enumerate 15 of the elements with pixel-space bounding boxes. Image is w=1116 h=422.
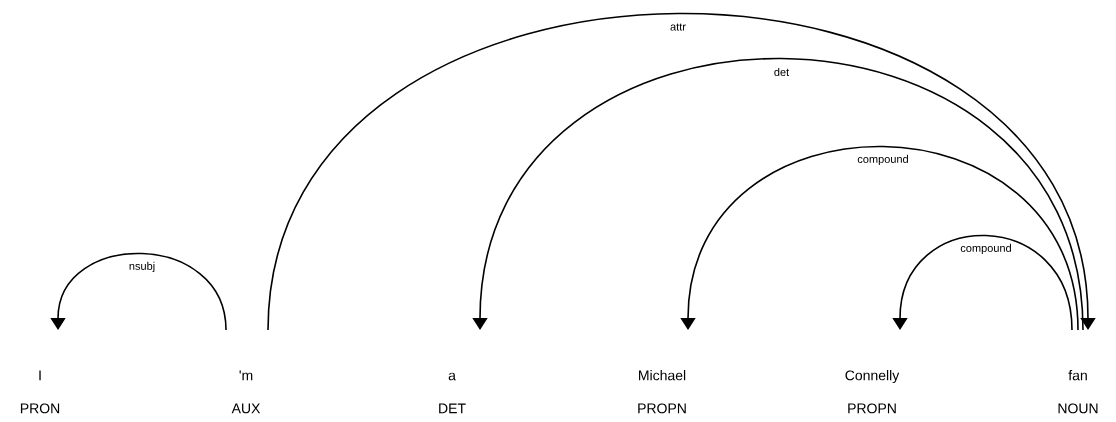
word-token: Michael PROPN [638, 370, 686, 414]
word-token: Connelly PROPN [845, 370, 900, 414]
edge-label: compound [959, 242, 1013, 256]
word-token: 'm AUX [231, 370, 261, 414]
edge-label: compound [856, 153, 910, 167]
word-token: a DET [439, 372, 466, 414]
edge-label: nsubj [127, 260, 157, 274]
arc-arrow [472, 57, 1084, 331]
word-token: I PRON [20, 370, 60, 414]
arc-arrow [267, 12, 1096, 331]
edge-label: attr [669, 22, 687, 32]
word-token: fan NOUN [1058, 370, 1098, 414]
arc-arrow [892, 234, 1073, 331]
arc-arrow [680, 145, 1079, 331]
edge-label: det [772, 66, 791, 78]
